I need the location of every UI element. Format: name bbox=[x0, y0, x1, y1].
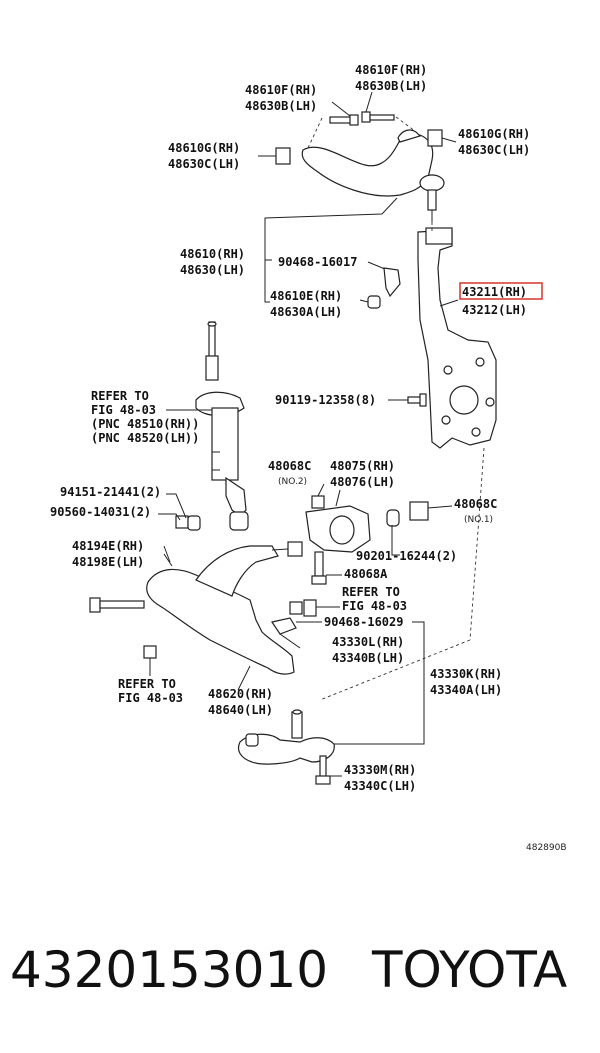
label-knuckle-rh: 43211(RH) bbox=[462, 285, 527, 299]
label-upper-left-bolt-rh: 48610F(RH) bbox=[245, 83, 317, 97]
label-lower-ball-lh: 43340B(LH) bbox=[332, 651, 404, 665]
bushing-no2 bbox=[311, 495, 325, 509]
label-upper-top-bolt-rh: 48610F(RH) bbox=[355, 63, 427, 77]
label-refer-left-1: REFER TO bbox=[118, 677, 176, 691]
bushing-no1 bbox=[409, 501, 429, 521]
highlight-box bbox=[459, 282, 543, 300]
label-upper-top-bolt-lh: 48630B(LH) bbox=[355, 79, 427, 93]
label-lower-arm-rh: 48620(RH) bbox=[208, 687, 273, 701]
steering-knuckle bbox=[417, 229, 497, 449]
label-knuckle-bolt: 90119-12358(8) bbox=[275, 393, 376, 407]
label-refer-right-1: REFER TO bbox=[342, 585, 400, 599]
label-lower-bolt-lh: 48198E(LH) bbox=[72, 555, 144, 569]
label-nut-upper: 90468-16017 bbox=[278, 255, 357, 269]
label-bolt-left-2: 90560-14031(2) bbox=[50, 505, 151, 519]
label-bushing-no1: 48068C bbox=[454, 497, 497, 511]
label-refer-strut-2: FIG 48-03 bbox=[91, 403, 156, 417]
upper-bolt-left bbox=[329, 114, 359, 126]
upper-ball-nut bbox=[367, 295, 381, 309]
label-refer-strut-4: (PNC 48520(LH)) bbox=[91, 431, 199, 445]
lower-arm-bolt bbox=[89, 597, 145, 613]
label-upper-bushing-left-lh: 48630C(LH) bbox=[168, 157, 240, 171]
strut-bolt-nuts bbox=[175, 515, 201, 531]
label-bushing-a: 48068A bbox=[344, 567, 388, 581]
label-upper-left-bolt-lh: 48630B(LH) bbox=[245, 99, 317, 113]
label-bracket-lh: 48076(LH) bbox=[330, 475, 395, 489]
label-lower-bolt-rh: 48194E(RH) bbox=[72, 539, 144, 553]
label-upper-arm-lh: 48630(LH) bbox=[180, 263, 245, 277]
upper-control-arm bbox=[301, 134, 434, 197]
label-lower-ball-k-lh: 43340A(LH) bbox=[430, 683, 502, 697]
label-upper-ball-rh: 48610E(RH) bbox=[270, 289, 342, 303]
label-refer-strut-3: (PNC 48510(RH)) bbox=[91, 417, 199, 431]
label-bolt-left-1: 94151-21441(2) bbox=[60, 485, 161, 499]
brand-name: TOYOTA bbox=[372, 941, 568, 999]
lower-arm-nut bbox=[289, 599, 317, 617]
label-lower-ball-rh: 43330L(RH) bbox=[332, 635, 404, 649]
lower-nut-left bbox=[143, 645, 157, 659]
label-refer-right-2: FIG 48-03 bbox=[342, 599, 407, 613]
label-lower-ball-k-rh: 43330K(RH) bbox=[430, 667, 502, 681]
label-refer-strut-1: REFER TO bbox=[91, 389, 149, 403]
upper-bushing-left bbox=[275, 147, 291, 165]
label-lower-arm-lh: 48640(LH) bbox=[208, 703, 273, 717]
label-bushing-no2: 48068C bbox=[268, 459, 311, 473]
label-ball-joint-rh: 43330M(RH) bbox=[344, 763, 416, 777]
lower-arm-stud bbox=[287, 541, 303, 557]
label-nut-lower: 90468-16029 bbox=[324, 615, 403, 629]
label-knuckle-lh: 43212(LH) bbox=[462, 303, 527, 317]
product-footer: 4320153010 TOYOTA bbox=[0, 935, 600, 1015]
label-no2: (NO.2) bbox=[278, 477, 307, 487]
label-no1: (NO.1) bbox=[464, 515, 493, 525]
part-number: 4320153010 bbox=[10, 941, 329, 999]
suspension-parts-diagram: 48610F(RH) 48630B(LH) 48610F(RH) 48630B(… bbox=[50, 63, 567, 853]
label-upper-bushing-left-rh: 48610G(RH) bbox=[168, 141, 240, 155]
label-upper-ball-lh: 48630A(LH) bbox=[270, 305, 342, 319]
label-bracket-rh: 48075(RH) bbox=[330, 459, 395, 473]
label-upper-bushing-right-rh: 48610G(RH) bbox=[458, 127, 530, 141]
cotter-pin bbox=[383, 267, 401, 298]
strut-assembly bbox=[195, 321, 249, 531]
label-refer-left-2: FIG 48-03 bbox=[118, 691, 183, 705]
lower-ball-joint bbox=[237, 733, 335, 765]
ball-joint-bolt bbox=[315, 755, 331, 785]
upper-ball-joint bbox=[419, 174, 445, 192]
upper-bolt-top bbox=[361, 111, 395, 123]
knuckle-bolt bbox=[407, 393, 427, 407]
label-washer: 90201-16244(2) bbox=[356, 549, 457, 563]
upper-bushing-right bbox=[427, 129, 443, 147]
label-upper-arm-rh: 48610(RH) bbox=[180, 247, 245, 261]
bracket-bolt bbox=[311, 551, 327, 585]
label-upper-bushing-right-lh: 48630C(LH) bbox=[458, 143, 530, 157]
label-ball-joint-lh: 43340C(LH) bbox=[344, 779, 416, 793]
figure-code: 482890B bbox=[526, 843, 567, 853]
